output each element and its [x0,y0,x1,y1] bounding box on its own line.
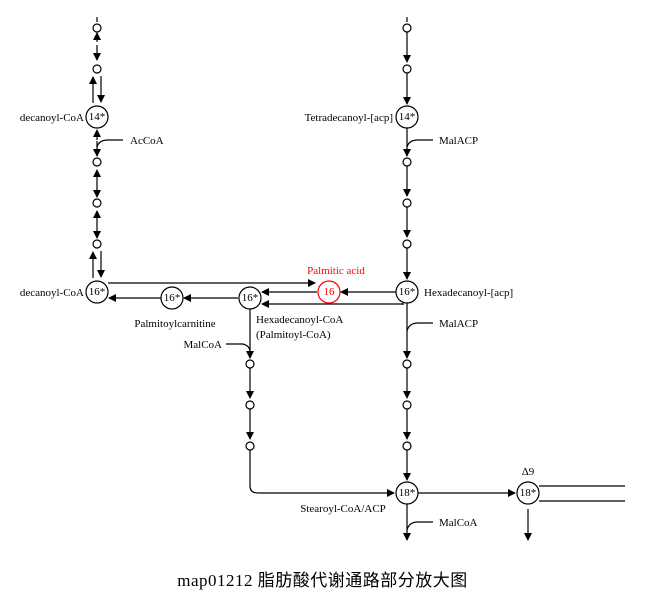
node-label: 16* [164,292,181,304]
intermediate-node [92,23,102,33]
intermediate-node [245,359,255,369]
compound-label: Tetradecanoyl-[acp] [305,112,393,124]
intermediate-node [92,239,102,249]
cofactor-line [406,521,433,531]
compound-node[interactable] [85,280,109,304]
cofactor-line [226,343,251,353]
intermediate-node [402,198,412,208]
intermediate-node [402,239,412,249]
cofactor-label: AcCoA [130,135,164,147]
cofactor-line [406,322,433,332]
compound-label: Palmitoylcarnitine [134,318,215,330]
intermediate-node [402,359,412,369]
compound-label: decanoyl-CoA [20,112,84,124]
cofactor-line [96,139,123,148]
node-label: 18* [399,487,416,499]
cofactor-label: MalCoA [439,517,478,529]
intermediate-node [245,400,255,410]
node-label: 18* [520,487,537,499]
compound-node[interactable] [516,481,540,505]
arrow-line [249,450,395,497]
intermediate-node [402,400,412,410]
intermediate-node [92,157,102,167]
compound-label: Stearoyl-CoA/ACP [300,503,386,515]
cofactor-label: MalACP [439,318,478,330]
intermediate-node [402,157,412,167]
cofactor-label: MalACP [439,135,478,147]
compound-label: decanoyl-CoA [20,287,84,299]
intermediate-node [402,23,412,33]
intermediate-node [402,441,412,451]
intermediate-node [92,64,102,74]
node-label: 14* [399,111,416,123]
node-label: 16* [399,286,416,298]
node-label: 16* [89,286,106,298]
cofactor-line [406,139,433,148]
intermediate-node [402,64,412,74]
compound-node[interactable] [85,105,109,129]
compound-label: Hexadecanoyl-[acp] [424,287,513,299]
node-label: 14* [89,111,106,123]
compound-label: (Palmitoyl-CoA) [256,329,331,341]
figure-caption: map01212 脂肪酸代谢通路部分放大图 [177,571,468,590]
node-label: 16* [242,292,259,304]
intermediate-node [245,441,255,451]
node-label: 16 [324,286,336,298]
desaturase-label: Δ9 [522,466,535,478]
cofactor-label: MalCoA [184,339,223,351]
palmitic-acid-label: Palmitic acid [307,265,365,277]
compound-label: Hexadecanoyl-CoA [256,314,343,326]
intermediate-node [92,198,102,208]
